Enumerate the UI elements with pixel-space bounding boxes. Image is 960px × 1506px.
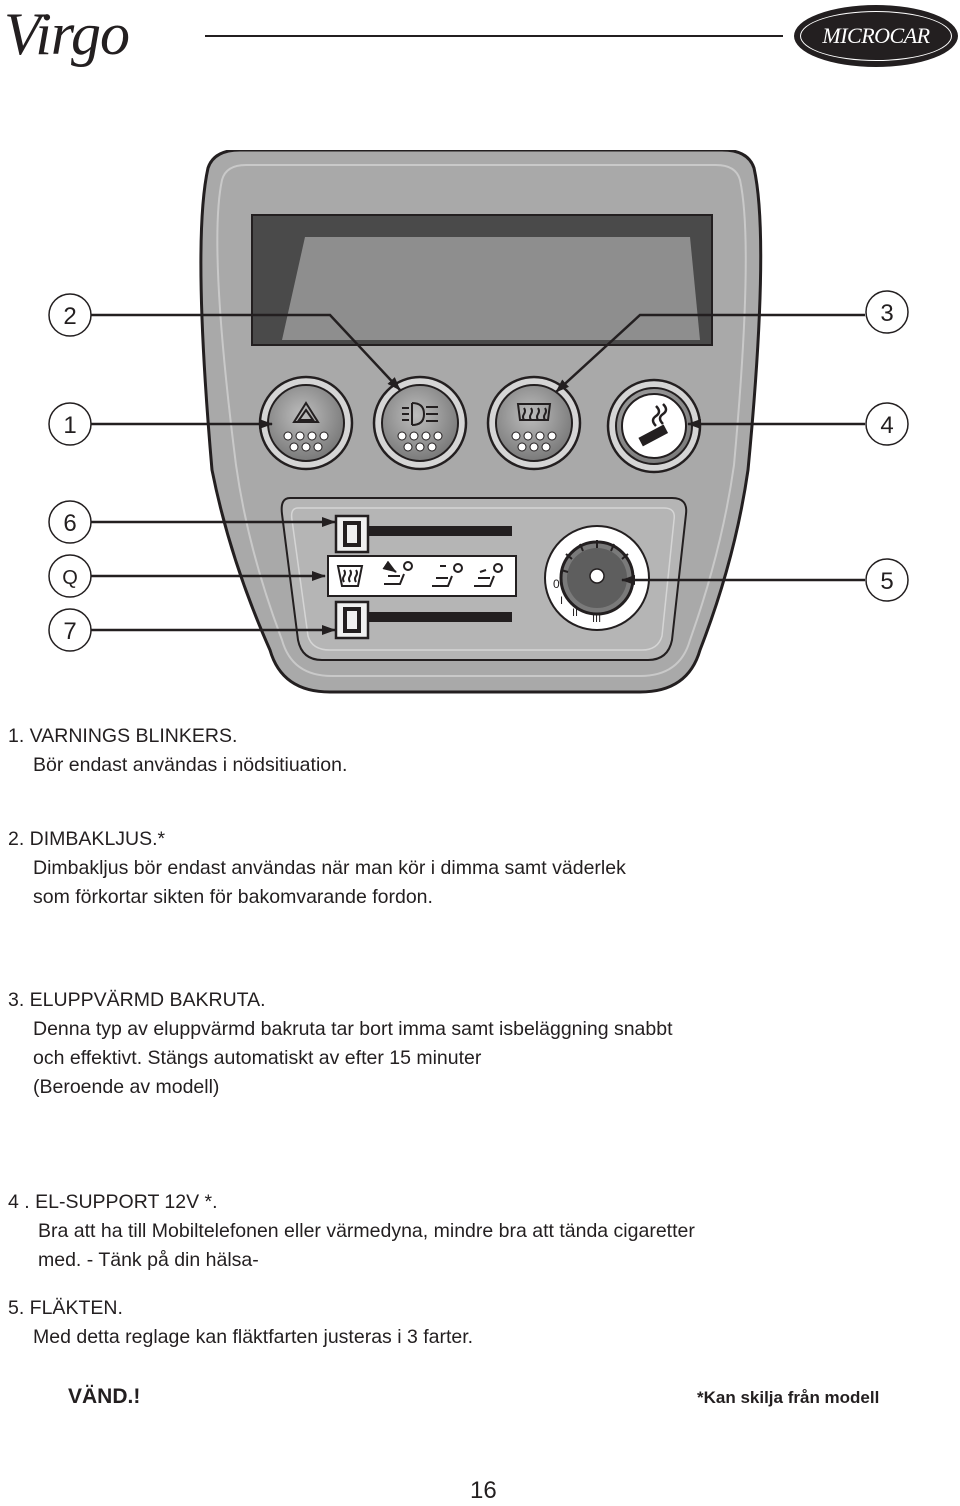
section-line: som förkortar sikten för bakomvarande fo… — [33, 886, 433, 908]
brand-text: MICROCAR — [822, 23, 930, 48]
model-note: *Kan skilja från modell — [697, 1388, 880, 1407]
section-line: Bra att ha till Mobiltelefonen eller vär… — [38, 1220, 695, 1242]
fan-label-3: III — [592, 613, 601, 625]
temperature-slider — [334, 600, 370, 640]
air-direction-slider — [334, 514, 370, 554]
turn-page-note: VÄND.! — [68, 1385, 141, 1408]
air-direction-track — [340, 526, 512, 536]
section-heading: 3. ELUPPVÄRMD BAKRUTA. — [8, 989, 266, 1011]
foot-vent-icon — [474, 563, 503, 587]
warning-triangle-icon — [292, 401, 320, 423]
face-vent-icon — [432, 563, 463, 587]
fan-label-1: I — [560, 595, 563, 607]
rear-fog-button — [372, 375, 468, 471]
rear-fog-light-icon — [402, 402, 438, 426]
section-heading: 4 . EL-SUPPORT 12V *. — [8, 1191, 218, 1213]
callout-3: 3 — [880, 300, 893, 327]
page-number: 16 — [470, 1477, 497, 1504]
callout-line-3 — [555, 313, 865, 393]
section-line: med. - Tänk på din hälsa- — [38, 1249, 259, 1271]
section-line: Med detta reglage kan fläktfarten juster… — [33, 1326, 474, 1348]
fan-label-2: II — [572, 607, 578, 619]
section-heading: 1. VARNINGS BLINKERS. — [8, 725, 238, 747]
heated-rear-window-button — [486, 375, 582, 471]
callout-7: 7 — [63, 618, 76, 645]
virgo-logo: Virgo — [4, 1, 130, 67]
fan-icon — [589, 568, 605, 584]
section-line: Dimbakljus bör endast användas när man k… — [33, 857, 626, 879]
windscreen-face-icon — [382, 560, 413, 585]
defrost-icon — [336, 565, 364, 587]
callout-5: 5 — [880, 568, 893, 595]
callout-4: 4 — [880, 412, 893, 439]
section-line: (Beroende av modell) — [33, 1076, 220, 1098]
section-line: Bör endast användas i nödsitiuation. — [33, 754, 348, 776]
callout-q: Q — [62, 567, 78, 589]
fan-label-off: 0 — [553, 577, 560, 591]
section-line: Denna typ av eluppvärmd bakruta tar bort… — [33, 1018, 673, 1040]
dashboard-diagram: 0 I II III 2 1 6 Q 7 3 4 5 — [48, 150, 909, 694]
cigarette-lighter-icon — [638, 403, 669, 447]
hazard-button — [258, 375, 354, 471]
temperature-track — [340, 612, 512, 622]
section-heading: 2. DIMBAKLJUS.* — [8, 828, 166, 850]
heated-rear-window-icon — [516, 403, 552, 421]
callout-line-2 — [91, 313, 401, 391]
section-heading: 5. FLÄKTEN. — [8, 1297, 123, 1319]
callout-6: 6 — [63, 510, 76, 537]
section-line: och effektivt. Stängs automatiskt av eft… — [33, 1047, 482, 1069]
callout-1: 1 — [63, 412, 76, 439]
callout-2: 2 — [63, 303, 76, 330]
microcar-badge: MICROCAR — [794, 5, 958, 67]
header-rule — [205, 35, 783, 37]
fan-speed-dial: 0 I II III — [544, 525, 650, 631]
power-socket-button — [606, 378, 702, 474]
